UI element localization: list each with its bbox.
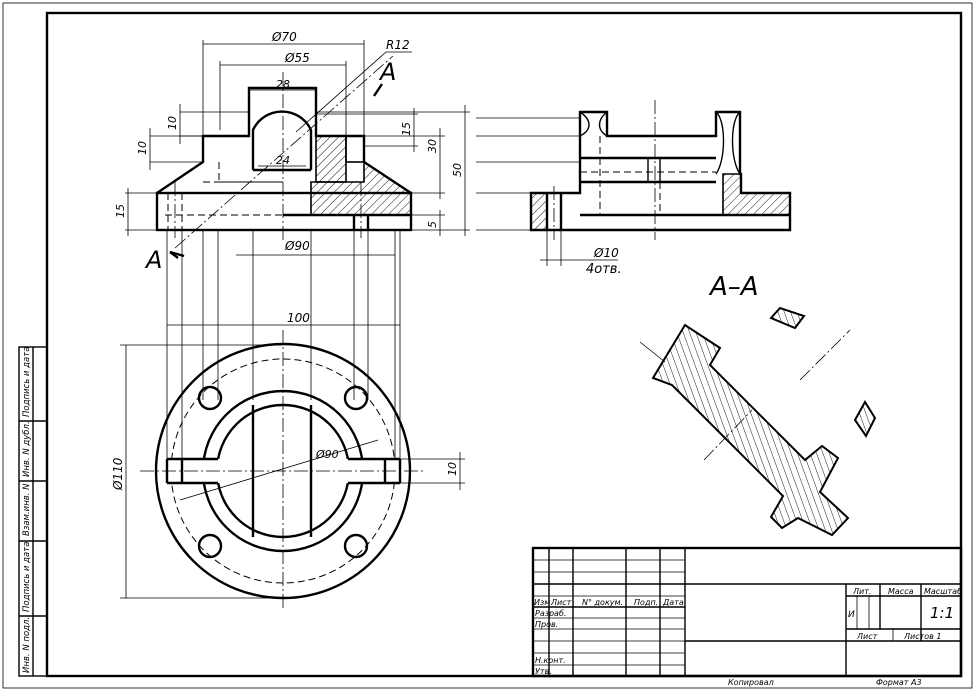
front-view (155, 72, 413, 240)
stamp-lit-value: И (848, 610, 855, 620)
dim-w24: 24 (276, 154, 290, 167)
stamp-massa: Масса (888, 587, 914, 596)
stamp-masshtab: Масштаб (924, 587, 962, 596)
dim-d110: Ø110 (111, 457, 125, 491)
stamp-prov: Пров. (535, 620, 558, 629)
front-dimensions: Ø70 Ø55 R12 28 24 10 10 15 15 (114, 30, 470, 470)
dim-w100: 100 (287, 311, 310, 325)
sheet-footer: Копировал Формат А3 (728, 678, 922, 687)
stamp-sheet: Лист (856, 632, 878, 641)
cut-label-top: A (378, 58, 396, 86)
footer-copied: Копировал (728, 678, 774, 687)
stamp-sheets: Листов 1 (903, 632, 942, 641)
stamp-lit: Лит. (852, 587, 871, 596)
stamp-scale-value: 1:1 (930, 604, 954, 622)
title-block: Изм. Лист N° докум. Подп. Дата Разраб. П… (531, 546, 963, 678)
plan-view: Ø110 Ø90 10 (111, 330, 465, 610)
dim-h10-plan: 10 (446, 462, 459, 476)
stamp-nkont: Н.конт. (535, 656, 566, 665)
dim-d55: Ø55 (284, 51, 310, 65)
dim-h15-left: 15 (114, 204, 127, 218)
side-inv-podl: Инв. N подл. (22, 617, 32, 673)
stamp-col-data: Дата (662, 598, 684, 607)
cut-label-bottom: A (144, 246, 162, 274)
side-stamp: Инв. N подл. Подпись и дата Взам.инв. N … (18, 346, 48, 677)
side-podp-data-1: Подпись и дата (22, 542, 32, 612)
side-podp-data-2: Подпись и дата (22, 347, 32, 417)
dim-d90-top: Ø90 (284, 239, 310, 253)
side-vzam-inv: Взам.инв. N (22, 483, 32, 536)
dim-r12: R12 (386, 38, 410, 52)
side-view: Ø10 4отв. (476, 100, 792, 277)
stamp-utv: Утв. (535, 667, 552, 676)
stamp-col-list: Лист (550, 598, 572, 607)
dim-hole-count: 4отв. (586, 262, 622, 277)
footer-format: Формат А3 (876, 678, 922, 687)
dim-hole-dia: Ø10 (593, 246, 619, 260)
stamp-razrab: Разраб. (535, 609, 566, 618)
dim-h15-right: 15 (400, 122, 413, 136)
dim-h50: 50 (451, 163, 464, 177)
dim-h30: 30 (426, 139, 439, 153)
dim-h5: 5 (426, 221, 439, 228)
dim-d90-plan: Ø90 (315, 448, 339, 461)
side-inv-dubl: Инв. N дубл. (22, 421, 32, 477)
section-title: A–A (708, 272, 759, 302)
stamp-col-izm: Изм. (534, 598, 553, 607)
dim-h10-upper: 10 (166, 116, 179, 130)
cutting-plane: A A (144, 55, 396, 274)
stamp-col-podp: Подп. (634, 598, 658, 607)
stamp-col-doc: N° докум. (582, 598, 623, 607)
dim-d70: Ø70 (271, 30, 297, 44)
dim-w28: 28 (276, 78, 290, 91)
dim-h10-middle: 10 (136, 141, 149, 155)
section-a-a: A–A (639, 272, 877, 537)
